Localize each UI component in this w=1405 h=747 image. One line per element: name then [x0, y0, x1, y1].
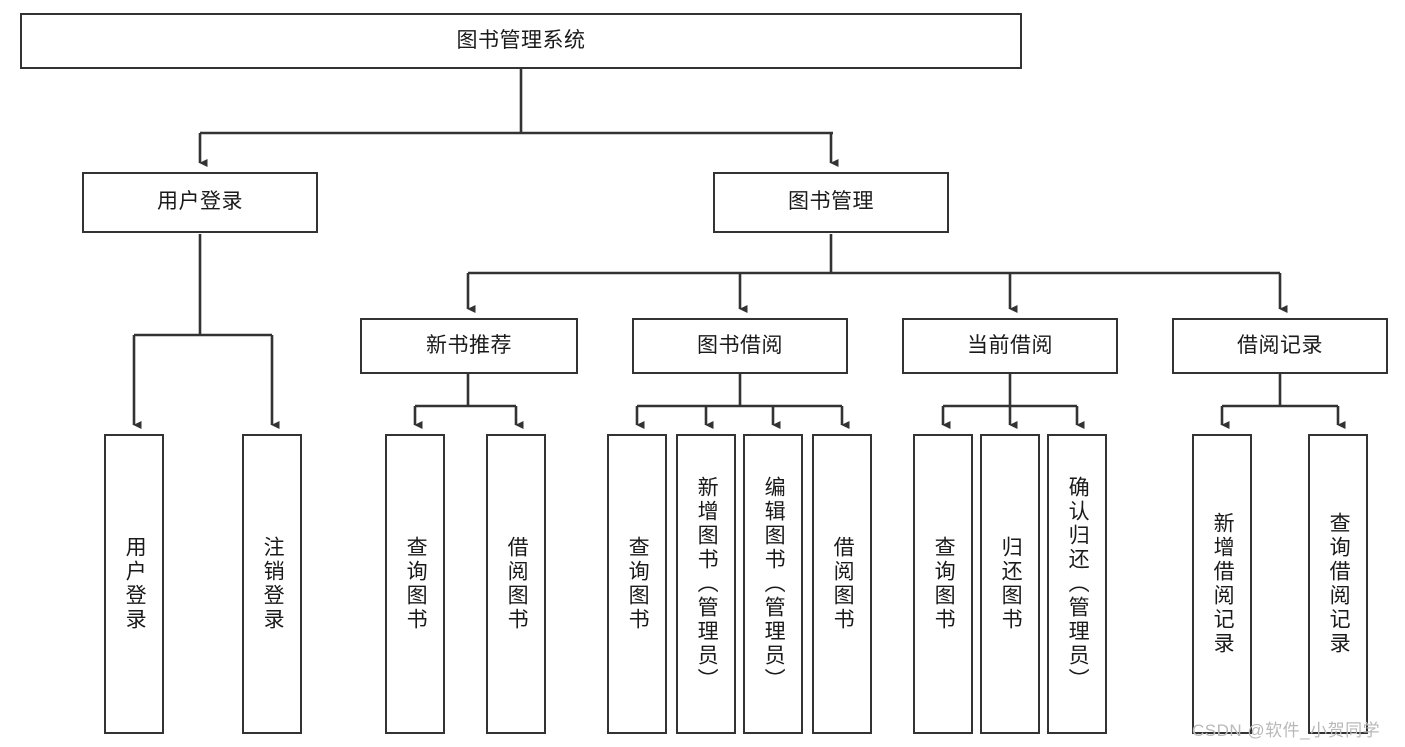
node-user-login-label: 用户登录: [157, 190, 243, 214]
node-root[interactable]: 图书管理系统: [20, 13, 1022, 69]
leaf-cb-query-book[interactable]: 查询图书: [913, 434, 973, 734]
leaf-user-login[interactable]: 用户登录: [104, 434, 164, 734]
leaf-bb-query-book[interactable]: 查询图书: [607, 434, 667, 734]
node-book-management-label: 图书管理: [788, 190, 874, 214]
leaf-nb-query-book-label: 查询图书: [404, 536, 428, 632]
node-borrow-record[interactable]: 借阅记录: [1172, 318, 1388, 374]
leaf-bb-borrow-book-label: 借阅图书: [831, 536, 855, 632]
leaf-cb-confirm-return-admin[interactable]: 确认归还（管理员）: [1047, 434, 1107, 734]
leaf-bb-query-book-label: 查询图书: [626, 536, 650, 632]
leaf-nb-borrow-book[interactable]: 借阅图书: [486, 434, 546, 734]
leaf-cb-return-book[interactable]: 归还图书: [980, 434, 1040, 734]
leaf-user-login-label: 用户登录: [123, 536, 147, 632]
node-new-book-recommend[interactable]: 新书推荐: [360, 318, 578, 374]
node-new-book-recommend-label: 新书推荐: [426, 333, 512, 357]
leaf-bb-add-book-admin-label: 新增图书（管理员）: [695, 476, 719, 692]
node-root-label: 图书管理系统: [456, 28, 586, 52]
leaf-cb-confirm-return-admin-label: 确认归还（管理员）: [1066, 476, 1090, 692]
leaf-bb-edit-book-admin[interactable]: 编辑图书（管理员）: [743, 434, 803, 734]
leaf-br-query-record[interactable]: 查询借阅记录: [1308, 434, 1368, 734]
node-book-borrow-label: 图书借阅: [697, 333, 783, 357]
leaf-bb-add-book-admin[interactable]: 新增图书（管理员）: [676, 434, 736, 734]
node-current-borrow[interactable]: 当前借阅: [902, 318, 1118, 374]
node-book-management[interactable]: 图书管理: [713, 172, 949, 233]
watermark-text: CSDN @软件_小贺同学: [1192, 721, 1381, 740]
leaf-bb-borrow-book[interactable]: 借阅图书: [812, 434, 872, 734]
leaf-cb-return-book-label: 归还图书: [999, 536, 1023, 632]
leaf-logout-label: 注销登录: [261, 536, 285, 632]
leaf-br-add-record[interactable]: 新增借阅记录: [1192, 434, 1252, 734]
leaf-logout[interactable]: 注销登录: [242, 434, 302, 734]
leaf-br-add-record-label: 新增借阅记录: [1211, 512, 1235, 656]
leaf-nb-borrow-book-label: 借阅图书: [505, 536, 529, 632]
leaf-nb-query-book[interactable]: 查询图书: [385, 434, 445, 734]
leaf-br-query-record-label: 查询借阅记录: [1327, 512, 1351, 656]
node-book-borrow[interactable]: 图书借阅: [632, 318, 848, 374]
node-user-login[interactable]: 用户登录: [82, 172, 318, 233]
node-borrow-record-label: 借阅记录: [1237, 333, 1323, 357]
leaf-bb-edit-book-admin-label: 编辑图书（管理员）: [762, 476, 786, 692]
leaf-cb-query-book-label: 查询图书: [932, 536, 956, 632]
node-current-borrow-label: 当前借阅: [967, 333, 1053, 357]
